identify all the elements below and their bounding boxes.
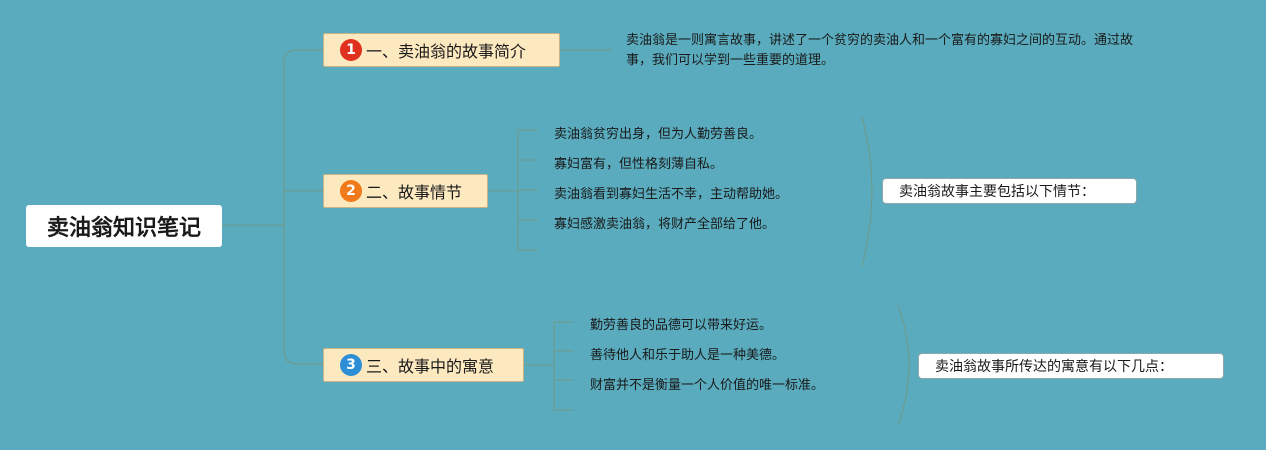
plot-summary-box[interactable]: 卖油翁故事主要包括以下情节： [882,178,1137,204]
plot-item[interactable]: 寡妇富有，但性格刻薄自私。 [554,157,724,172]
summary-brace-3 [897,304,910,426]
moral-item[interactable]: 勤劳善良的品德可以带来好运。 [590,318,773,333]
summary-brace-2 [861,116,873,267]
plot-item[interactable]: 寡妇感激卖油翁，将财产全部给了他。 [554,217,776,232]
moral-item[interactable]: 善待他人和乐于助人是一种美德。 [590,348,786,363]
moral-item[interactable]: 财富并不是衡量一个人价值的唯一标准。 [590,378,825,393]
branch-label: 二、故事情节 [366,183,463,202]
number-badge-3: 3 [340,354,362,376]
summary-label: 卖油翁故事主要包括以下情节： [899,184,1095,200]
story-intro-description: 卖油翁是一则寓言故事，讲述了一个贫穷的卖油人和一个富有的寡妇之间的互动。通过故事… [626,33,1134,68]
moral-summary-box[interactable]: 卖油翁故事所传达的寓意有以下几点： [918,353,1224,379]
branch-label: 三、故事中的寓意 [366,357,495,376]
number-badge-2: 2 [340,180,362,202]
connector-branch-3 [524,321,574,411]
root-label: 卖油翁知识笔记 [46,216,201,241]
number-badge-1: 1 [340,39,362,61]
branch-plot[interactable]: 2 二、故事情节 [323,174,488,208]
connector-branch-2 [488,129,538,251]
plot-item[interactable]: 卖油翁看到寡妇生活不幸，主动帮助她。 [554,187,789,202]
summary-label: 卖油翁故事所传达的寓意有以下几点： [935,359,1173,375]
branch-moral[interactable]: 3 三、故事中的寓意 [323,348,524,382]
connector-spine [283,49,323,365]
plot-item[interactable]: 卖油翁贫穷出身，但为人勤劳善良。 [554,127,763,142]
root-node[interactable]: 卖油翁知识笔记 [26,205,222,247]
branch-label: 一、卖油翁的故事简介 [366,42,527,61]
branch-story-intro[interactable]: 1 一、卖油翁的故事简介 [323,33,560,67]
